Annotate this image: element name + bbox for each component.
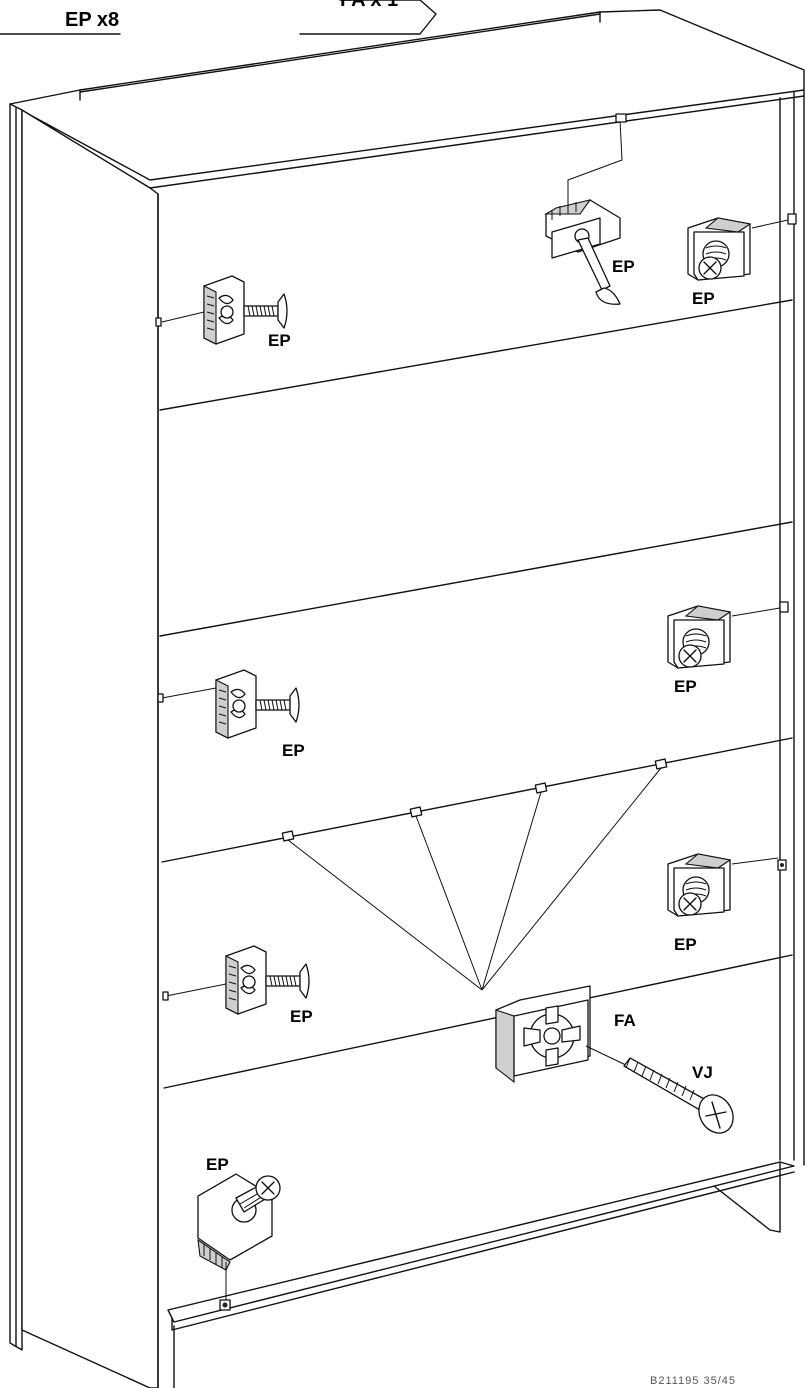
- cam-connector-top-right: EP: [687, 213, 797, 308]
- fa-label: FA: [614, 1011, 636, 1030]
- cam-connector-bottom: EP: [197, 1155, 281, 1311]
- ep-label-lower-left: EP: [290, 1007, 313, 1026]
- cam-connector-top-center: EP: [544, 113, 635, 305]
- back-panel-clip: FA: [495, 985, 636, 1084]
- ep-label-mid-left: EP: [282, 741, 305, 760]
- cam-connector-mid-right: EP: [667, 601, 789, 696]
- ep-label-top-right: EP: [692, 289, 715, 308]
- cabinet: [9, 9, 805, 1388]
- cam-connector-mid-left: EP: [157, 669, 305, 760]
- ep-label-bottom: EP: [206, 1155, 229, 1174]
- vj-label: VJ: [692, 1063, 713, 1082]
- ep-label-lower-right: EP: [674, 935, 697, 954]
- ep-label-upper-left: EP: [268, 331, 291, 350]
- document-code: B211195 35/45: [650, 1375, 736, 1387]
- header-callout: EP x8 FA x 1: [0, 0, 437, 35]
- fa-guide-lines: [281, 758, 668, 991]
- ep-count-label: EP x8: [65, 9, 119, 31]
- fa-count-label: FA x 1: [340, 0, 398, 11]
- ep-label-mid-right: EP: [674, 677, 697, 696]
- cam-connector-lower-right: EP: [667, 853, 787, 954]
- wood-screw-vj: VJ: [623, 1057, 734, 1134]
- cam-connector-upper-left: EP: [155, 275, 291, 350]
- cam-connector-lower-left: EP: [162, 945, 313, 1026]
- ep-label-top-center: EP: [612, 257, 635, 276]
